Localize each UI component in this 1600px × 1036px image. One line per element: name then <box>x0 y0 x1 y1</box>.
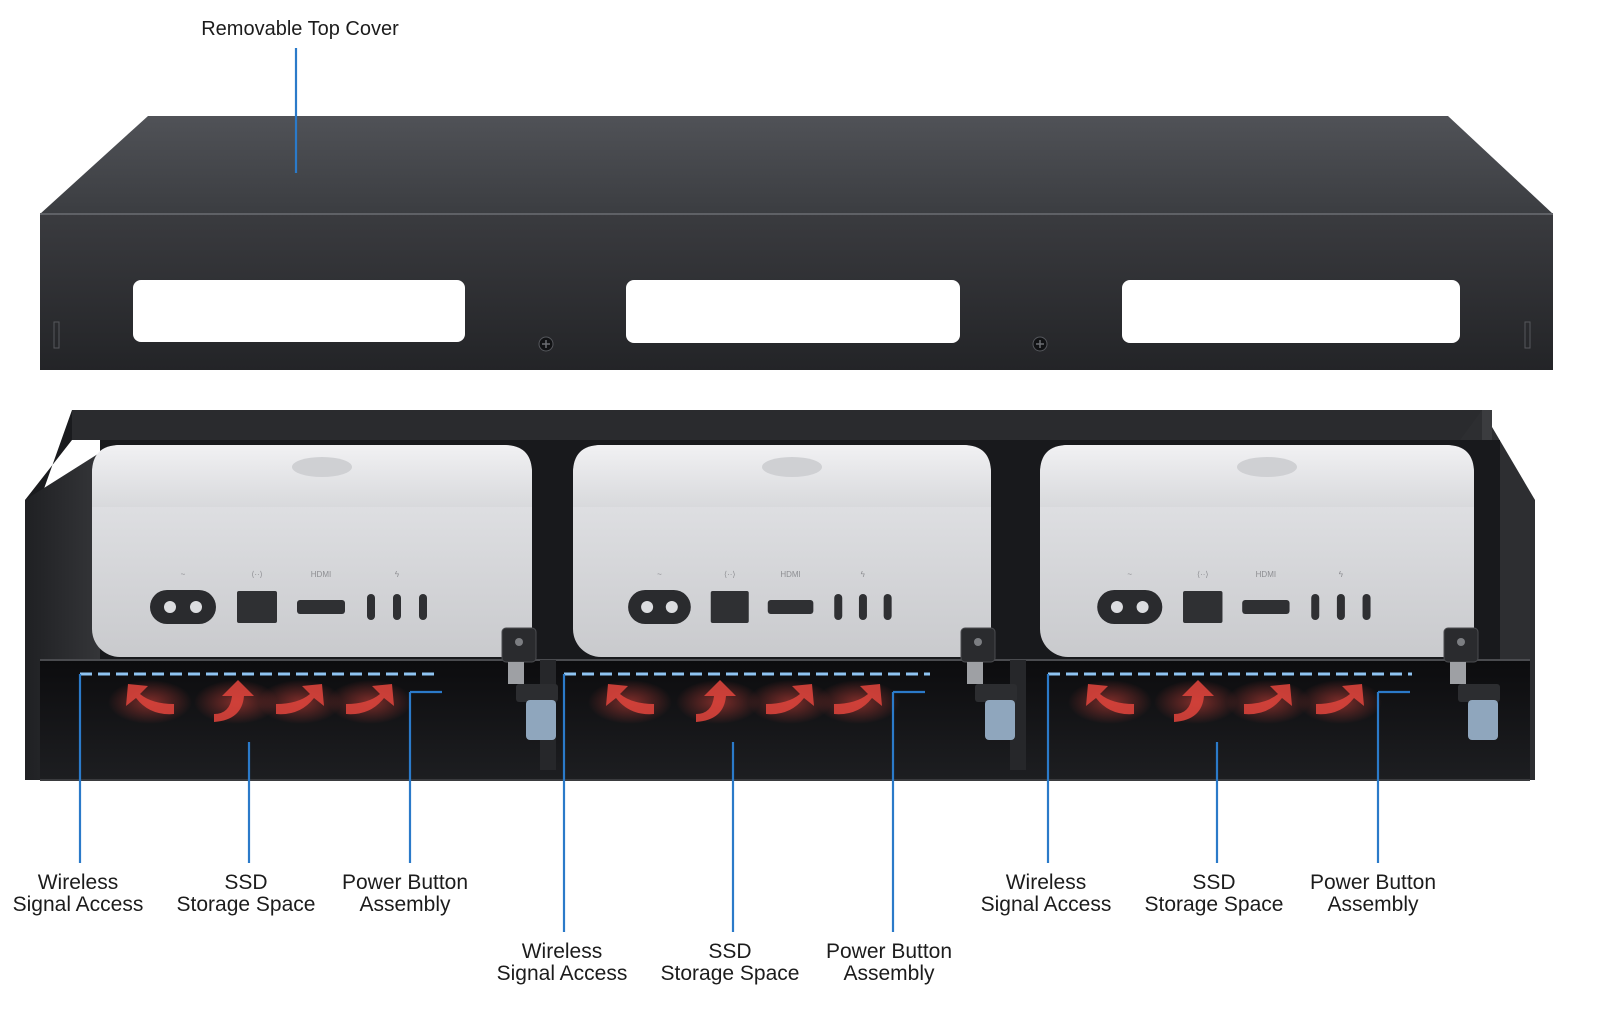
thunderbolt-port-icon <box>367 594 375 620</box>
apple-logo-icon <box>292 457 352 477</box>
callout-label-line: Wireless <box>37 871 119 894</box>
callout-label-line: Signal Access <box>980 893 1112 916</box>
spring-icon <box>967 662 983 684</box>
port-glyph: ⟨··⟩ <box>251 570 263 579</box>
port-glyph: ~ <box>181 570 186 579</box>
thunderbolt-port-icon <box>834 594 843 620</box>
top-cover-window-right <box>1122 280 1460 343</box>
port-glyph: ϟ <box>1339 570 1344 579</box>
ac-inlet-icon <box>628 590 691 624</box>
callout-label-line: Storage Space <box>1144 893 1284 916</box>
airflow-arrow-icon <box>126 684 174 715</box>
callout-label-line: Power Button <box>341 871 469 894</box>
screw-icon <box>1032 336 1048 352</box>
port-glyph: ⟨··⟩ <box>1197 570 1209 579</box>
callout-label-line: Power Button <box>1309 871 1437 894</box>
thunderbolt-port-icon <box>883 594 892 620</box>
ac-inlet-icon <box>1097 590 1163 624</box>
apple-logo-icon <box>1237 457 1297 477</box>
callout-label-line: Assembly <box>1327 893 1419 916</box>
airflow-arrow-icon <box>606 684 654 715</box>
top-cover-window-left <box>133 280 465 342</box>
top-cover <box>40 116 1553 370</box>
thunderbolt-port-icon <box>1311 594 1320 620</box>
callout-label-line: Power Button <box>825 940 953 963</box>
airflow-arrow-group <box>588 680 900 724</box>
spring-icon <box>1450 662 1466 684</box>
callout-lines <box>78 674 1410 932</box>
callout-label-line: Signal Access <box>12 893 144 916</box>
top-cover-top-face <box>40 116 1553 214</box>
mac-mini-unit: ~ ⟨··⟩ HDMI ϟ <box>573 445 1017 740</box>
top-cover-label: Removable Top Cover <box>201 18 399 40</box>
mac-mini-unit: ~ ⟨··⟩ HDMI ϟ <box>92 445 558 740</box>
thunderbolt-port-icon <box>1336 594 1345 620</box>
airflow-arrow-icon <box>1316 684 1364 715</box>
port-glyph: ⟨··⟩ <box>724 570 736 579</box>
airflow-arrow-icon <box>1174 680 1214 722</box>
airflow-arrow-icon <box>834 684 882 715</box>
screw-icon <box>538 336 554 352</box>
power-button-icon <box>526 700 556 740</box>
screw-icon <box>1457 638 1465 646</box>
port-glyph: ϟ <box>861 570 866 579</box>
thunderbolt-port-icon <box>858 594 867 620</box>
airflow-arrow-group <box>108 680 412 724</box>
callout-label-line: Storage Space <box>176 893 316 916</box>
airflow-arrow-icon <box>346 684 394 715</box>
top-cover-window-center <box>626 280 960 343</box>
ac-inlet-icon <box>150 590 216 624</box>
thunderbolt-port-icon <box>393 594 401 620</box>
callout-label-line: Assembly <box>359 893 451 916</box>
power-button-icon <box>1468 700 1498 740</box>
airflow-arrow-icon <box>276 684 324 715</box>
callout-label-line: Assembly <box>843 962 935 985</box>
callout-label-line: Signal Access <box>496 962 628 985</box>
port-glyph: HDMI <box>1256 570 1276 579</box>
hdmi-port-icon <box>1242 600 1290 614</box>
airflow-arrow-icon <box>1086 684 1134 715</box>
hdmi-port-icon <box>767 600 814 614</box>
mac-mini-unit: ~ ⟨··⟩ HDMI ϟ <box>1040 445 1500 740</box>
screw-icon <box>974 638 982 646</box>
airflow-arrow-icon <box>1244 684 1292 715</box>
port-glyph: ϟ <box>395 570 400 579</box>
airflow-arrow-group <box>1068 680 1382 724</box>
airflow-arrow-icon <box>214 680 254 722</box>
callout-label-line: SSD <box>1192 871 1236 894</box>
spring-icon <box>508 662 524 684</box>
thunderbolt-port-icon <box>1362 594 1371 620</box>
mac-bays: ~ ⟨··⟩ HDMI ϟ ~ ⟨··⟩ HDMI ϟ ~ ⟨··⟩ HDMI ϟ <box>80 445 1500 740</box>
callout-label-line: Wireless <box>521 940 603 963</box>
callout-label-line: SSD <box>708 940 752 963</box>
callout-label-line: Wireless <box>1005 871 1087 894</box>
apple-logo-icon <box>762 457 822 477</box>
thunderbolt-port-icon <box>419 594 427 620</box>
port-glyph: HDMI <box>311 570 331 579</box>
power-button-icon <box>985 700 1015 740</box>
screw-icon <box>515 638 523 646</box>
callout-label-line: Storage Space <box>660 962 800 985</box>
ethernet-port-icon <box>237 591 277 623</box>
port-glyph: ~ <box>1127 570 1132 579</box>
ethernet-port-icon <box>1183 591 1223 623</box>
port-glyph: ~ <box>657 570 662 579</box>
ethernet-port-icon <box>710 591 749 623</box>
hdmi-port-icon <box>297 600 345 614</box>
callout-label-line: SSD <box>224 871 268 894</box>
airflow-arrow-icon <box>766 684 814 715</box>
port-glyph: HDMI <box>780 570 800 579</box>
airflow-arrow-icon <box>696 680 736 722</box>
